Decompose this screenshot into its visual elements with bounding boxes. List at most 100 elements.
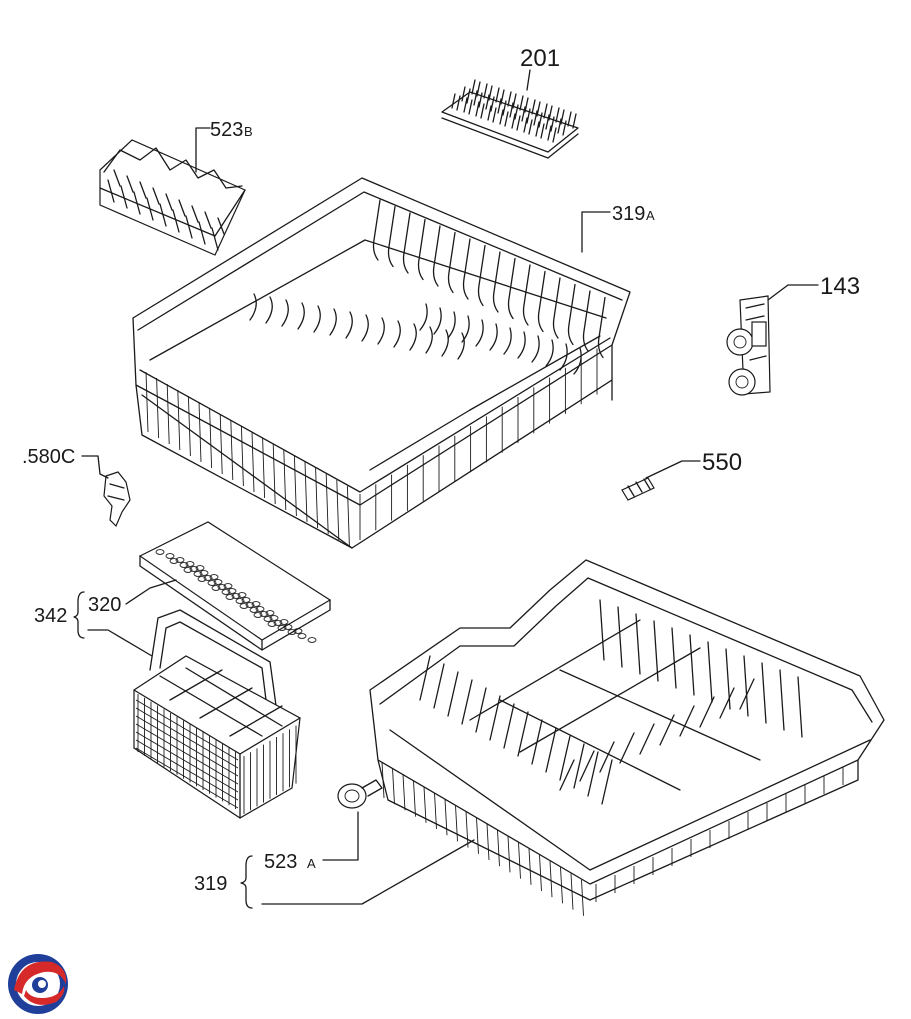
- lid-hole: [225, 594, 235, 600]
- wire-tine: [559, 759, 575, 791]
- part-143-roller-assembly: [726, 295, 771, 396]
- wire-tine: [517, 331, 526, 359]
- label-523b: 523: [210, 119, 243, 141]
- wire-tine: [419, 303, 428, 331]
- wire-tine: [507, 257, 516, 320]
- wire-segment: [219, 413, 223, 475]
- wire-segment: [526, 108, 531, 124]
- lid-hole: [193, 571, 203, 577]
- lid-hole: [253, 612, 263, 618]
- wire-tine: [619, 732, 635, 764]
- wire-tine: [582, 290, 591, 352]
- wire-segment: [550, 116, 555, 132]
- wire-segment: [463, 97, 468, 113]
- wire-tine: [545, 339, 554, 367]
- wire-tine: [489, 695, 501, 741]
- wire-segment: [135, 747, 239, 809]
- wire-segment: [499, 109, 504, 125]
- wire-tine: [653, 620, 659, 682]
- wire-segment: [560, 109, 565, 125]
- wire-tine: [419, 655, 431, 701]
- wire-segment: [456, 95, 461, 111]
- wire-tine: [699, 696, 715, 728]
- wire-segment: [509, 102, 514, 118]
- wire-tine: [281, 299, 289, 327]
- wire-segment: [476, 817, 479, 854]
- wire-segment: [120, 185, 128, 209]
- wire-segment: [507, 836, 511, 873]
- wire-tine: [617, 606, 623, 668]
- wire-segment: [315, 467, 319, 529]
- lid-hole: [199, 570, 209, 576]
- wire-segment: [540, 123, 545, 139]
- label-342: 342: [34, 605, 67, 627]
- lid-hole: [259, 611, 269, 617]
- wire-tine: [659, 714, 675, 746]
- wire-tine: [417, 218, 426, 281]
- wire-segment: [514, 104, 519, 120]
- callout-labels: 201 523 B 319 A 143 .580C 550 342 320 52…: [22, 45, 860, 895]
- wire-segment: [198, 401, 202, 463]
- lid-hole: [183, 567, 193, 573]
- wire-tine: [503, 703, 515, 749]
- part-580c-clip: [103, 471, 131, 528]
- part-319-lower-basket: [369, 559, 885, 916]
- wire-segment: [135, 731, 239, 793]
- part-320-cutlery-lid: [138, 521, 332, 651]
- wire-segment: [552, 127, 557, 143]
- label-319a-suffix: A: [646, 208, 655, 223]
- wire-segment: [135, 723, 239, 785]
- lid-hole: [297, 633, 307, 639]
- wire-segment: [486, 823, 490, 861]
- wire-segment: [538, 112, 543, 128]
- wire-segment: [536, 101, 541, 117]
- wire-segment: [528, 119, 533, 135]
- wire-segment: [126, 175, 134, 193]
- leader-lines: [73, 69, 819, 909]
- wire-segment: [135, 699, 239, 761]
- part-342-cutlery-basket: [133, 609, 301, 819]
- wire-segment: [519, 95, 524, 111]
- wire-segment: [113, 169, 121, 187]
- lid-hole: [279, 619, 289, 625]
- wire-segment: [539, 854, 542, 892]
- wire-segment: [504, 111, 509, 127]
- wire-segment: [518, 842, 521, 879]
- wire-tine: [461, 315, 470, 343]
- wire-segment: [545, 114, 550, 130]
- wire-segment: [178, 199, 186, 217]
- label-319a: 319: [612, 203, 645, 225]
- wire-segment: [528, 848, 532, 885]
- wire-tine: [447, 311, 456, 339]
- wire-segment: [471, 79, 476, 95]
- lid-hole: [293, 628, 303, 634]
- wire-segment: [293, 455, 297, 517]
- lid-hole: [251, 601, 261, 607]
- wire-segment: [562, 120, 567, 136]
- lid-hole: [195, 565, 205, 571]
- wire-tine: [579, 750, 595, 782]
- wire-segment: [570, 873, 574, 910]
- wire-segment: [413, 780, 416, 817]
- wire-segment: [567, 111, 572, 127]
- wire-segment: [209, 407, 213, 469]
- wire-tine: [461, 679, 473, 725]
- wire-tine: [587, 751, 599, 797]
- wire-segment: [392, 768, 395, 805]
- wire-tine: [249, 293, 257, 321]
- wire-tine: [361, 314, 369, 342]
- wire-tine: [457, 332, 465, 360]
- wire-segment: [251, 431, 255, 493]
- wire-segment: [198, 221, 206, 245]
- wire-segment: [172, 209, 180, 233]
- label-320: 320: [88, 594, 121, 616]
- wire-segment: [381, 761, 385, 799]
- lid-hole: [185, 561, 195, 567]
- wire-segment: [485, 94, 490, 110]
- swirl-logo-icon: [8, 954, 68, 1014]
- wire-tine: [559, 343, 568, 371]
- wire-tine: [689, 634, 695, 696]
- wire-tine: [639, 723, 655, 755]
- wire-tine: [537, 270, 546, 333]
- wire-segment: [191, 205, 199, 223]
